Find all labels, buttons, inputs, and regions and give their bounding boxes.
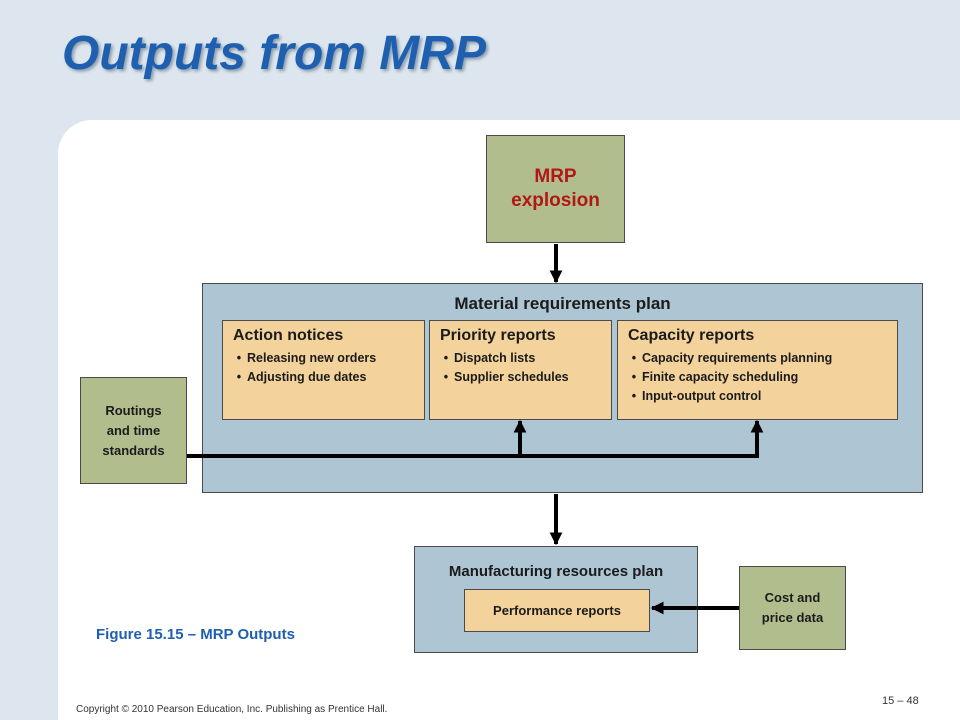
cost-line1: Cost and [764,590,821,605]
list-item: Input-output control [626,387,897,406]
list-item: Supplier schedules [438,368,611,387]
list-item: Dispatch lists [438,349,611,368]
performance-reports-box: Performance reports [464,589,650,632]
routings-line3: standards [102,442,165,458]
mrp-explosion-line1: MRP [534,166,577,187]
priority-reports-box: Priority reports Dispatch lists Supplier… [429,320,612,420]
action-notices-box: Action notices Releasing new orders Adju… [222,320,425,420]
mrp-explosion-line2: explosion [511,190,600,211]
figure-caption: Figure 15.15 – MRP Outputs [96,626,295,643]
priority-reports-title: Priority reports [440,327,556,344]
page-number: 15 – 48 [882,695,919,707]
action-notices-list: Releasing new orders Adjusting due dates [231,349,424,387]
manufacturing-resources-plan-title: Manufacturing resources plan [448,563,664,580]
material-requirements-plan-title: Material requirements plan [454,294,671,313]
routings-line2: and time [106,422,161,438]
list-item: Releasing new orders [231,349,424,368]
cost-line2: price data [761,610,824,625]
capacity-reports-title: Capacity reports [628,327,755,344]
list-item: Adjusting due dates [231,368,424,387]
priority-reports-list: Dispatch lists Supplier schedules [438,349,611,387]
cost-price-data-box: Cost and price data [739,566,846,650]
copyright-text: Copyright © 2010 Pearson Education, Inc.… [76,704,388,715]
slide-title: Outputs from MRP [62,27,486,80]
capacity-reports-box: Capacity reports Capacity requirements p… [617,320,898,420]
list-item: Capacity requirements planning [626,349,897,368]
action-notices-title: Action notices [233,327,344,344]
capacity-reports-list: Capacity requirements planning Finite ca… [626,349,897,406]
list-item: Finite capacity scheduling [626,368,897,387]
routings-box: Routings and time standards [80,377,187,484]
mrp-explosion-box: MRP explosion [486,135,625,243]
routings-line1: Routings [105,402,162,418]
performance-reports-label: Performance reports [493,603,621,618]
